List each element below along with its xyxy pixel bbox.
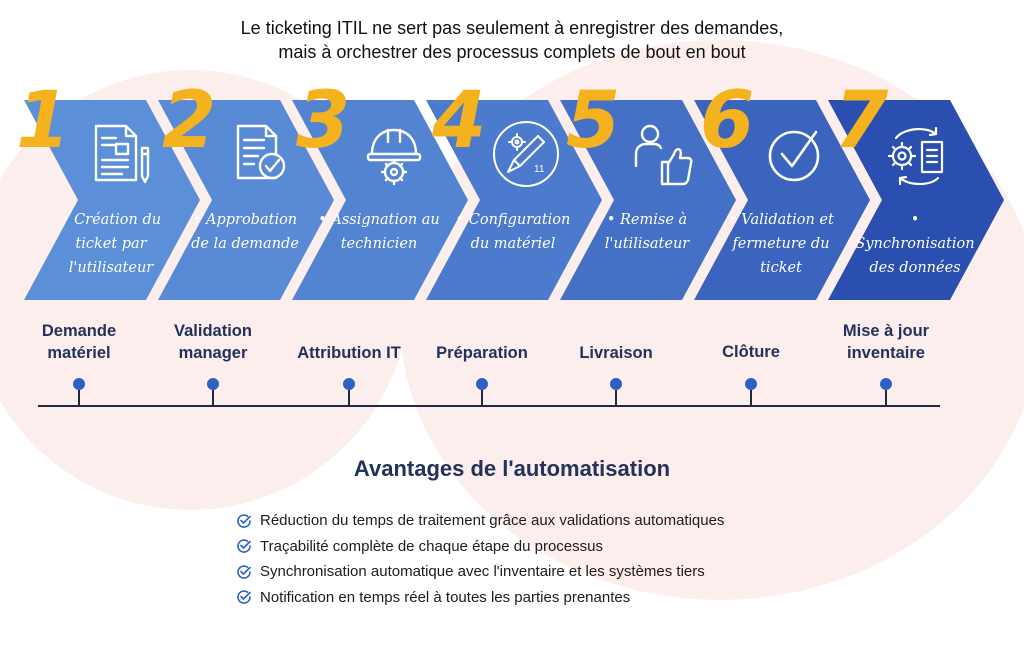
timeline-line	[38, 405, 940, 407]
timeline-stem	[348, 390, 350, 406]
advantage-item: Notification en temps réel à toutes les …	[236, 585, 724, 611]
check-badge-icon	[237, 514, 251, 528]
step-text-4: • Configuration du matériel	[455, 212, 571, 252]
step-text-2: • Approbation de la demande	[191, 212, 299, 252]
step-number-4: 4	[432, 76, 487, 166]
stage-label-1: Demande matériel	[41, 322, 117, 362]
timeline-dot	[207, 378, 219, 390]
step-number-5: 5	[566, 76, 621, 166]
timeline-marker-7	[879, 378, 893, 406]
stage-label-7: Mise à jour inventaire	[842, 322, 930, 362]
check-badge-icon	[237, 539, 251, 554]
advantage-text: Réduction du temps de traitement grâce a…	[260, 512, 725, 530]
timeline-dot	[610, 378, 622, 390]
timeline-marker-1	[72, 378, 86, 406]
check-circle-icon	[768, 130, 820, 182]
svg-text:11: 11	[534, 164, 545, 175]
timeline-marker-5	[609, 378, 623, 406]
timeline-stem	[615, 390, 617, 406]
header: Le ticketing ITIL ne sert pas seulement …	[0, 16, 1024, 64]
timeline-stem	[481, 390, 483, 406]
timeline-stem	[750, 390, 752, 406]
advantage-item: Traçabilité complète de chaque étape du …	[236, 534, 724, 560]
step-number-7: 7	[834, 76, 889, 166]
timeline-marker-2	[206, 378, 220, 406]
chevron-step-6	[694, 100, 870, 300]
timeline-dot	[880, 378, 892, 390]
step-text-3: • Assignation au technicien	[318, 212, 440, 252]
timeline-marker-4	[475, 378, 489, 406]
step-number-6: 6	[700, 76, 755, 166]
advantage-text: Synchronisation automatique avec l'inven…	[260, 563, 705, 581]
step-number-1: 1	[16, 76, 71, 166]
stage-label-4: Préparation	[436, 344, 528, 362]
step-number-3: 3	[296, 76, 351, 166]
stage-label-3: Attribution IT	[297, 344, 401, 362]
stage-label-6: Clôture	[722, 343, 780, 361]
timeline-dot	[343, 378, 355, 390]
chevron-step-5	[560, 100, 736, 300]
chevron-step-2	[158, 100, 334, 300]
chevron-step-1	[24, 100, 200, 300]
timeline-marker-6	[744, 378, 758, 406]
timeline-dot	[476, 378, 488, 390]
header-line-2: mais à orchestrer des processus complets…	[278, 42, 746, 62]
step-text-1: • Création du ticket par l'utilisateur	[60, 212, 162, 276]
check-badge-icon	[237, 565, 251, 579]
document-pen-icon	[94, 124, 150, 184]
check-badge-icon	[237, 590, 251, 605]
step-text-6: • Validation et fermeture du ticket	[728, 212, 834, 276]
chevron-step-3	[292, 100, 468, 300]
advantage-item: Synchronisation automatique avec l'inven…	[236, 559, 724, 585]
timeline-dot	[73, 378, 85, 390]
advantage-text: Traçabilité complète de chaque étape du …	[260, 537, 603, 555]
advantage-item: Réduction du temps de traitement grâce a…	[236, 508, 724, 534]
timeline-stem	[78, 390, 80, 406]
helmet-gear-icon	[366, 128, 422, 186]
step-text-7: • Synchronisation des données	[855, 212, 975, 276]
advantages-title: Avantages de l'automatisation	[353, 456, 671, 481]
advantage-text: Notification en temps réel à toutes les …	[260, 588, 631, 606]
document-check-icon	[236, 124, 286, 180]
stage-label-2: Validation manager	[174, 322, 252, 362]
chevron-step-7	[828, 100, 1004, 300]
stage-label-5: Livraison	[579, 344, 653, 362]
tools-gear-icon: 11	[493, 121, 559, 187]
advantages-list: Réduction du temps de traitement grâce a…	[236, 508, 724, 610]
step-number-2: 2	[162, 76, 217, 166]
user-thumbs-up-icon	[634, 124, 693, 186]
timeline-dot	[745, 378, 757, 390]
timeline-marker-3	[342, 378, 356, 406]
step-text-5: • Remise à l'utilisateur	[604, 212, 690, 252]
header-line-1: Le ticketing ITIL ne sert pas seulement …	[240, 18, 784, 38]
timeline-stem	[212, 390, 214, 406]
timeline-stem	[885, 390, 887, 406]
sync-document-icon	[887, 126, 944, 186]
